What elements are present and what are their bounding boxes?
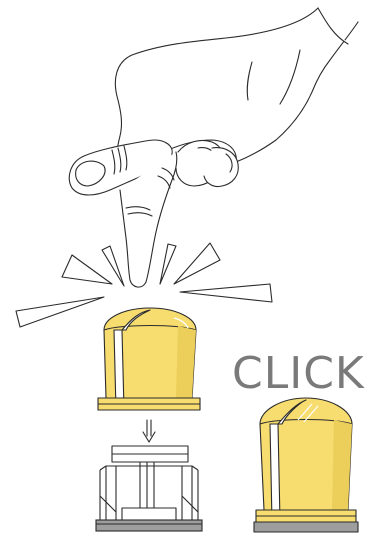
switch-mechanism xyxy=(100,446,198,520)
hand-pressing-icon xyxy=(69,8,358,287)
switch-base xyxy=(96,520,202,531)
click-label: CLICK xyxy=(232,352,365,396)
arrow-down-icon xyxy=(143,420,155,442)
button-assembled xyxy=(254,398,358,532)
button-cap-pressed xyxy=(98,308,200,410)
